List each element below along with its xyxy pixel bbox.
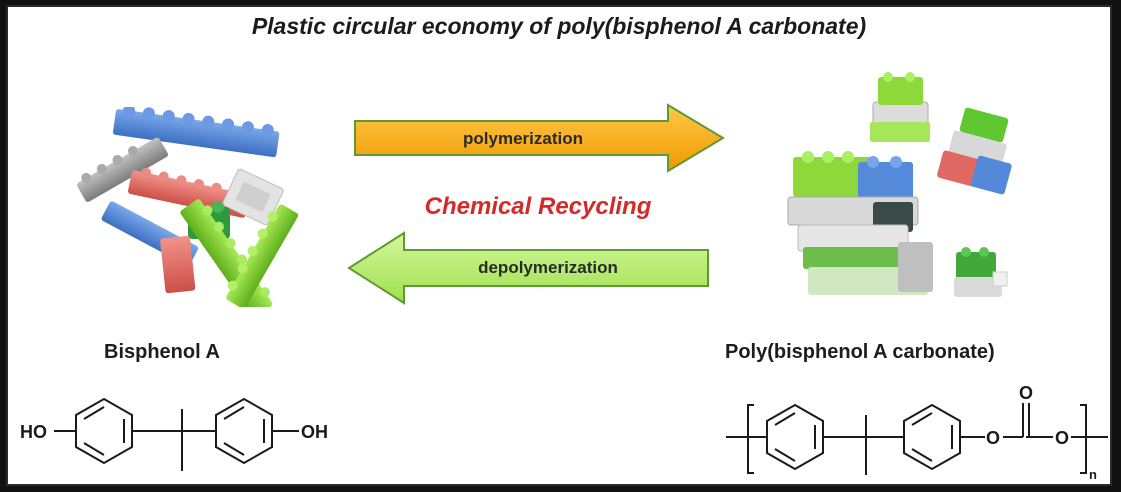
carbonyl-oxygen-label: O — [1019, 383, 1033, 403]
bisphenol-a-structure: HO OH — [20, 397, 328, 471]
lego-bricks-stacked-icon — [787, 72, 1012, 297]
figure-frame: Plastic circular economy of poly(bisphen… — [6, 5, 1112, 486]
repeat-subscript: n — [1089, 467, 1097, 482]
depolymerization-arrow — [347, 231, 709, 305]
polymerization-label: polymerization — [463, 129, 583, 148]
ether-oxygen-label: O — [1055, 428, 1069, 448]
bisphenol-a-name: Bisphenol A — [104, 341, 220, 363]
chemical-recycling-label: Chemical Recycling — [424, 193, 652, 220]
oh-group-label: OH — [301, 422, 328, 442]
polymerization-arrow — [354, 103, 725, 173]
depolymerization-label: depolymerization — [478, 258, 618, 277]
ho-group-label: HO — [20, 422, 47, 442]
figure-title: Plastic circular economy of poly(bisphen… — [251, 13, 867, 39]
ester-oxygen-label: O — [986, 428, 1000, 448]
polycarbonate-structure: O O O n — [726, 383, 1108, 482]
polycarbonate-name: Poly(bisphenol A carbonate) — [725, 341, 995, 363]
lego-bricks-scattered-icon — [76, 107, 299, 307]
